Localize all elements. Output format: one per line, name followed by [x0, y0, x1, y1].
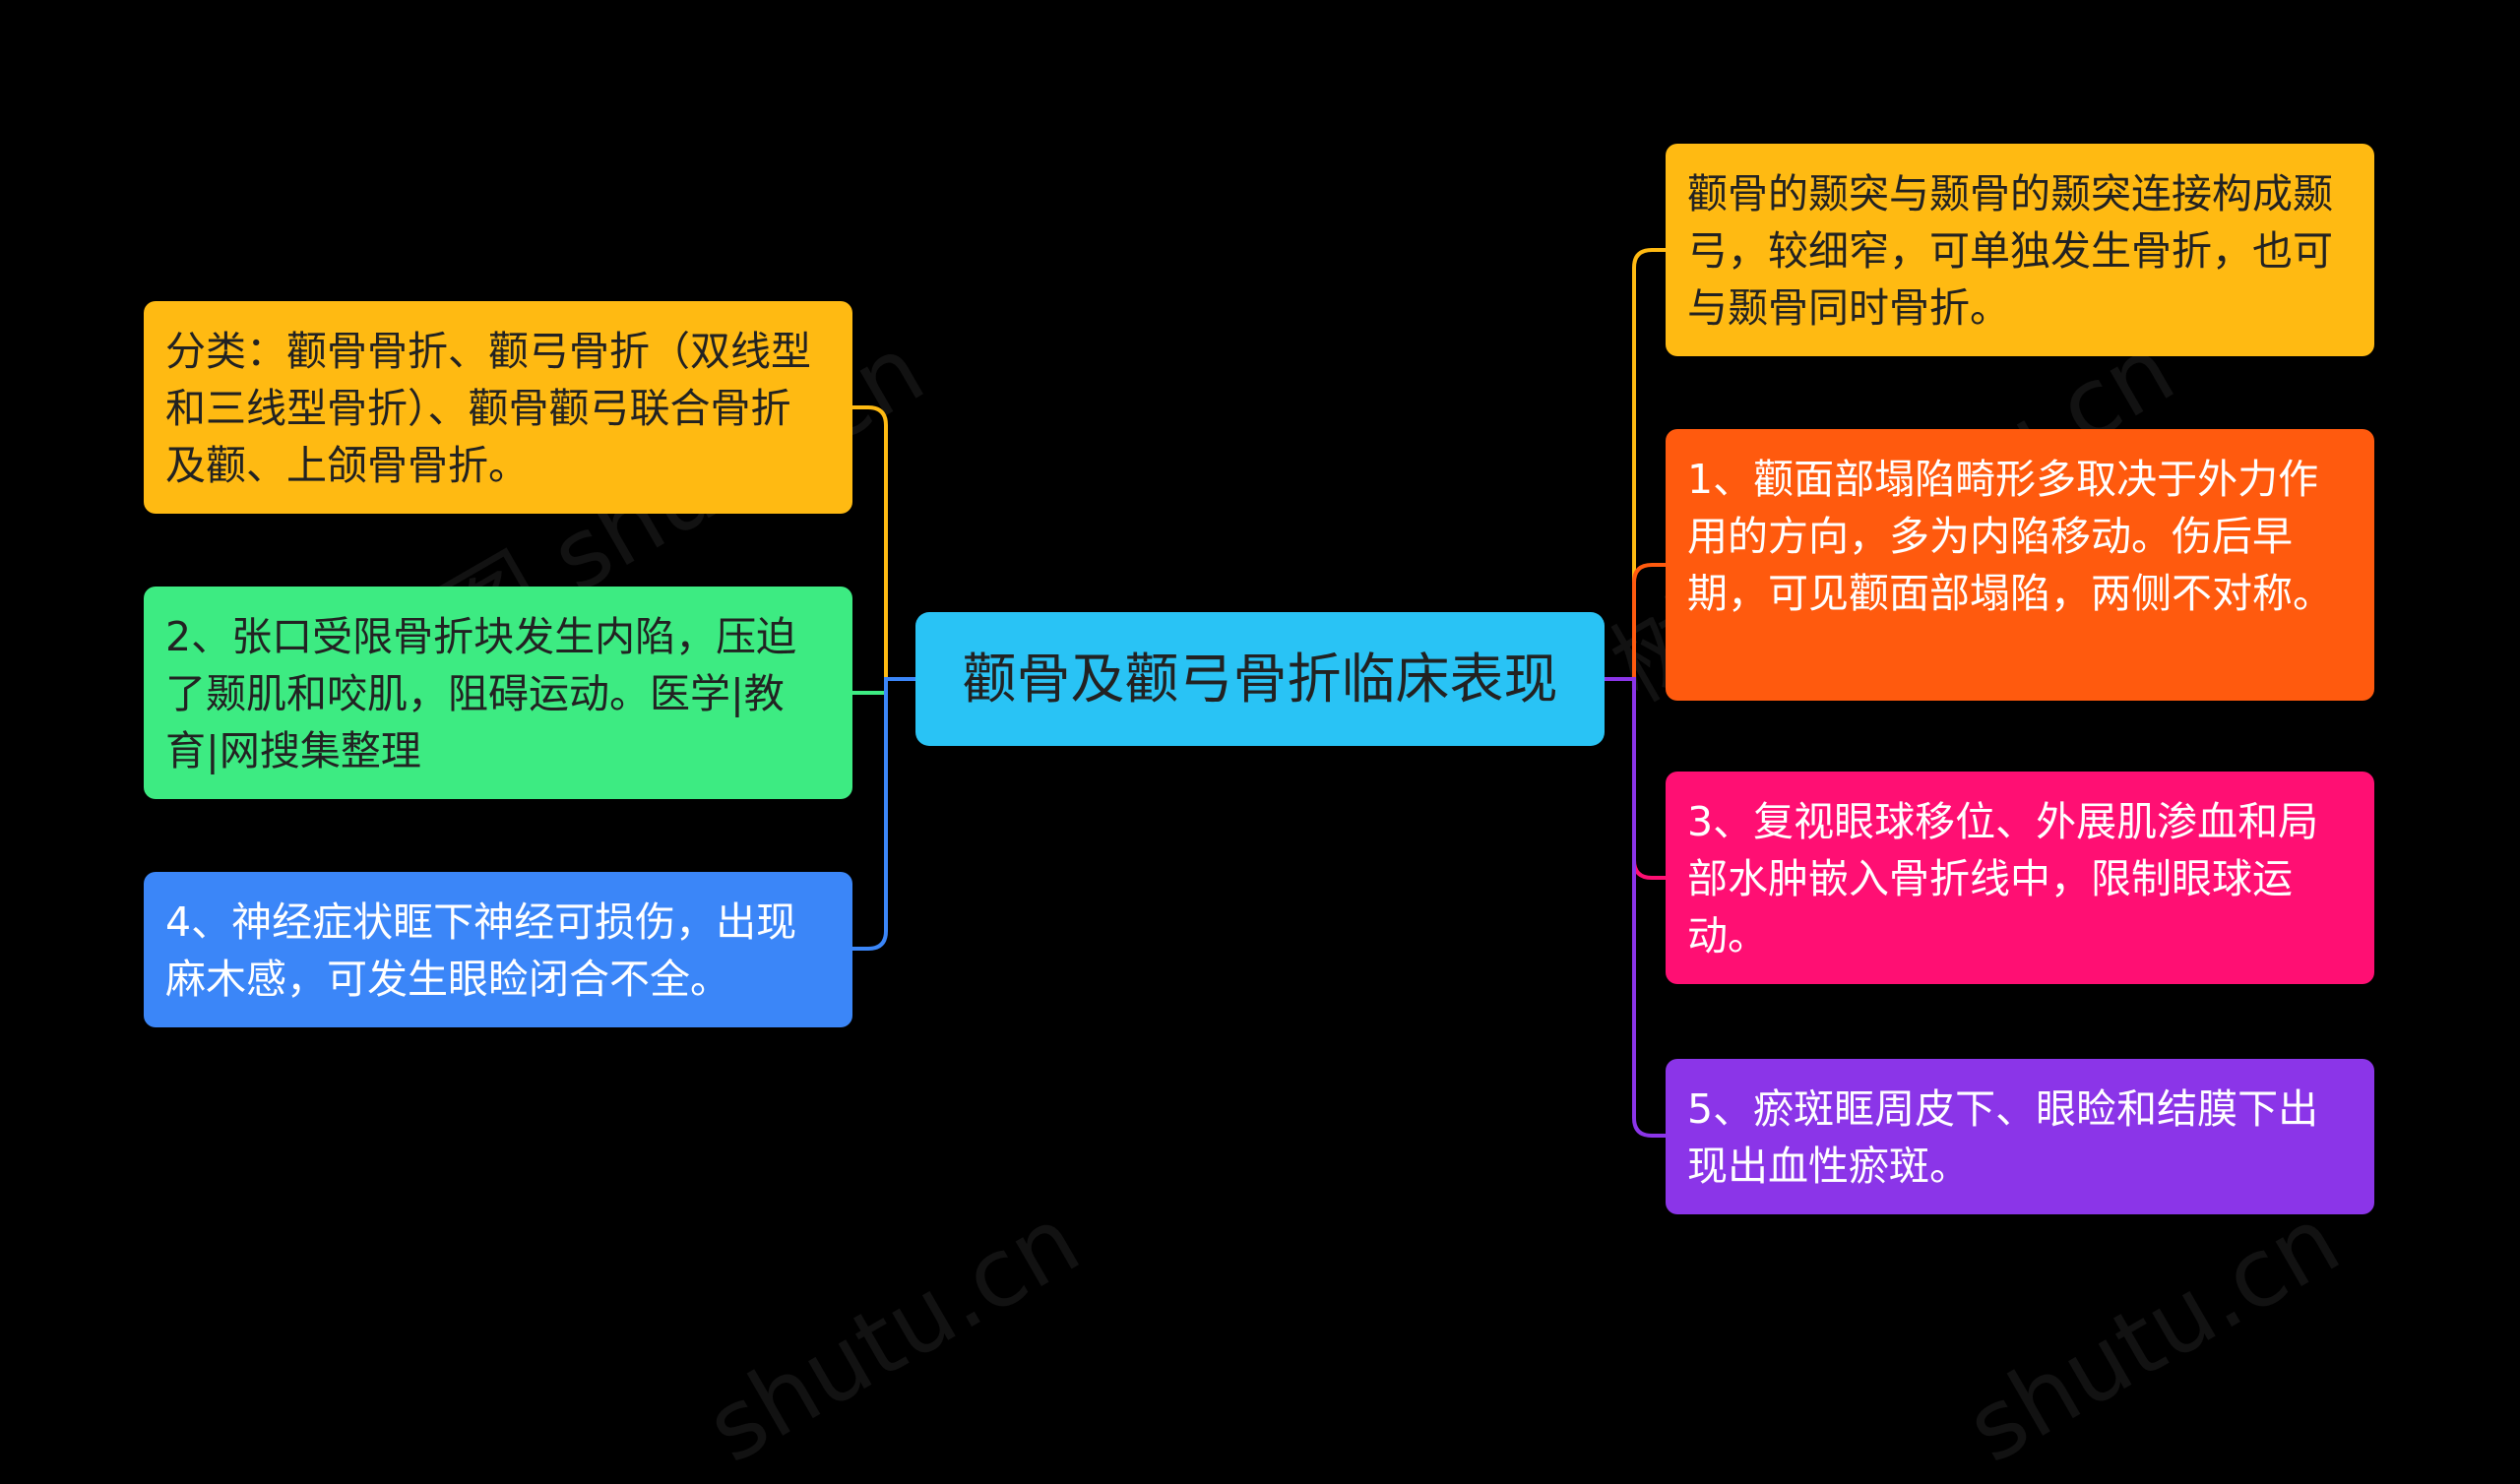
mindmap-canvas: 树图 shutu.cn 树图 shutu.cn shutu.cn shutu.c…	[144, 144, 2374, 1484]
central-topic[interactable]: 颧骨及颧弓骨折临床表现	[915, 612, 1605, 746]
connector-left-3	[852, 677, 915, 951]
connector-right-2	[1605, 563, 1666, 681]
left-node-mouth-opening[interactable]: 2、张口受限骨折块发生内陷，压迫了颞肌和咬肌，阻碍运动。医学|教育|网搜集整理	[144, 587, 852, 799]
right-node-zygomatic-arch[interactable]: 颧骨的颞突与颞骨的颞突连接构成颞弓，较细窄，可单独发生骨折，也可与颞骨同时骨折。	[1666, 144, 2374, 356]
left-node-classification[interactable]: 分类：颧骨骨折、颧弓骨折（双线型和三线型骨折）、颧骨颧弓联合骨折及颧、上颌骨骨折…	[144, 301, 852, 514]
right-node-diplopia[interactable]: 3、复视眼球移位、外展肌渗血和局部水肿嵌入骨折线中，限制眼球运动。	[1666, 772, 2374, 984]
connector-lines	[852, 248, 1666, 1138]
connector-left-1	[852, 405, 915, 681]
connector-right-4	[1605, 677, 1666, 1138]
right-node-collapse-deformity[interactable]: 1、颧面部塌陷畸形多取决于外力作用的方向，多为内陷移动。伤后早期，可见颧面部塌陷…	[1666, 429, 2374, 701]
left-node-nerve-symptoms[interactable]: 4、神经症状眶下神经可损伤，出现麻木感，可发生眼睑闭合不全。	[144, 872, 852, 1027]
right-node-ecchymosis[interactable]: 5、瘀斑眶周皮下、眼睑和结膜下出现出血性瘀斑。	[1666, 1059, 2374, 1214]
connector-right-1	[1605, 248, 1666, 681]
